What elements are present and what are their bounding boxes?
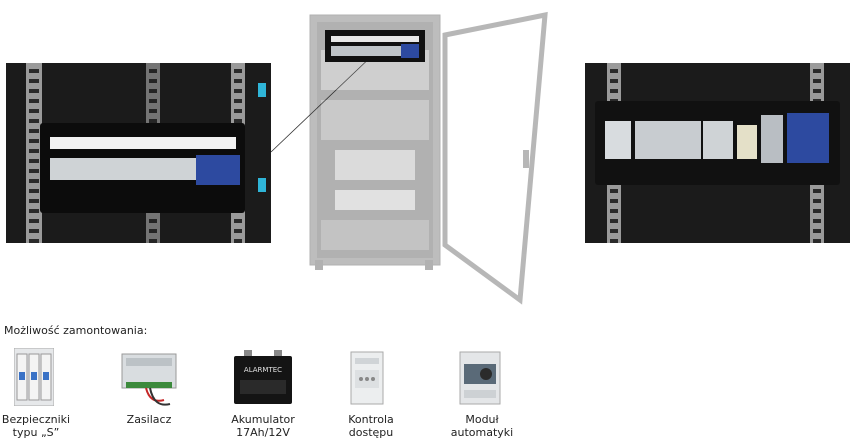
rack-cabinet-image	[309, 11, 548, 305]
caption-automation-module: Moduł automatyki	[450, 413, 514, 439]
right-panel-photo	[585, 63, 850, 243]
mounting-options-heading: Możliwość zamontowania:	[4, 324, 148, 337]
battery-brand: ALARMTEC	[244, 366, 282, 374]
circuit-breakers-image	[14, 348, 54, 406]
battery-image: ALARMTEC	[234, 350, 292, 404]
caption-battery: Akumulator 17Ah/12V	[231, 413, 295, 439]
left-panel-photo	[6, 63, 271, 243]
caption-breakers: Bezpieczniki typu „S”	[1, 413, 71, 439]
power-supply-image	[121, 353, 177, 406]
automation-module-image	[459, 351, 501, 405]
caption-access-control: Kontrola dostępu	[348, 413, 394, 439]
access-control-image	[350, 351, 384, 405]
caption-power-supply: Zasilacz	[126, 413, 172, 426]
